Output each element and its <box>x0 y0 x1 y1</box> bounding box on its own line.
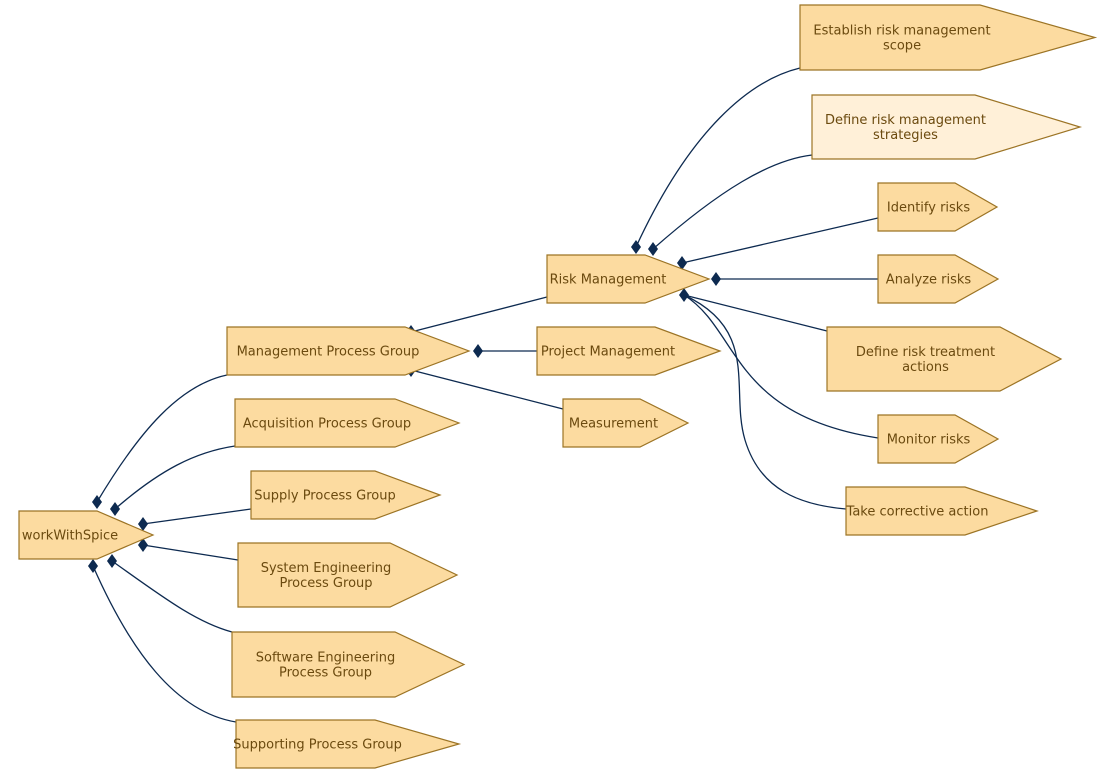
node-label: Identify risks <box>887 201 970 216</box>
node-shape <box>237 542 459 608</box>
node-label: Project Management <box>541 345 675 360</box>
node-shape <box>235 719 462 769</box>
composition-diamond-icon <box>138 517 148 531</box>
composition-diamond-icon <box>631 240 641 254</box>
node-label: Take corrective action <box>846 505 989 520</box>
node-label: Define risk treatment <box>856 345 995 360</box>
node-proj[interactable]: Project Management <box>536 326 722 376</box>
node-monitor[interactable]: Monitor risks <box>877 414 1000 464</box>
edge-risk-corrective <box>683 294 847 510</box>
composition-diamond-icon <box>88 559 98 573</box>
edge-work-syseng <box>142 544 239 561</box>
edge-risk-establish <box>635 67 801 248</box>
node-label: strategies <box>873 128 938 143</box>
edge-work-mgmt <box>96 374 228 503</box>
node-label: System Engineering <box>261 561 392 576</box>
edge-risk-define_strat <box>652 154 813 250</box>
node-shape <box>226 326 471 376</box>
node-label: Supply Process Group <box>254 489 395 504</box>
node-label: Supporting Process Group <box>233 738 402 753</box>
node-analyze[interactable]: Analyze risks <box>877 254 1000 304</box>
node-shape <box>799 4 1098 71</box>
node-label: Process Group <box>279 576 372 591</box>
node-shape <box>18 510 155 560</box>
composition-diamond-icon <box>473 344 483 358</box>
node-label: Monitor risks <box>887 433 971 448</box>
node-shape <box>845 486 1039 536</box>
node-shape <box>250 470 442 520</box>
edges-layer <box>88 67 879 723</box>
node-shape <box>234 398 461 448</box>
edge-work-sweng <box>111 560 233 633</box>
composition-diamond-icon <box>107 554 117 568</box>
node-shape <box>877 254 1000 304</box>
node-label: Establish risk management <box>813 24 990 39</box>
edge-risk-treatment <box>683 294 828 332</box>
edge-mgmt-risk <box>410 296 548 333</box>
nodes-layer: workWithSpice Management Process GroupAcq… <box>18 4 1098 769</box>
node-identify[interactable]: Identify risks <box>877 182 999 232</box>
node-shape <box>231 631 466 698</box>
node-shape <box>536 326 722 376</box>
node-work[interactable]: workWithSpice <box>18 510 155 560</box>
composition-diamond-icon <box>677 256 687 270</box>
node-label: Acquisition Process Group <box>243 417 411 432</box>
node-supply[interactable]: Supply Process Group <box>250 470 442 520</box>
node-mgmt[interactable]: Management Process Group <box>226 326 471 376</box>
edge-mgmt-meas <box>410 369 564 410</box>
composition-diamond-icon <box>92 495 102 509</box>
node-label: workWithSpice <box>22 529 118 544</box>
node-label: Define risk management <box>825 113 986 128</box>
node-label: Measurement <box>569 417 658 432</box>
node-shape <box>877 182 999 232</box>
node-shape <box>562 398 690 448</box>
edge-work-support <box>92 565 237 723</box>
composition-diamond-icon <box>648 242 658 256</box>
node-meas[interactable]: Measurement <box>562 398 690 448</box>
composition-diamond-icon <box>138 538 148 552</box>
node-support[interactable]: Supporting Process Group <box>233 719 462 769</box>
node-label: Software Engineering <box>256 651 395 666</box>
node-shape <box>826 326 1063 392</box>
composition-diamond-icon <box>110 502 120 516</box>
edge-work-supply <box>142 508 252 525</box>
edge-risk-monitor <box>683 294 879 439</box>
node-risk[interactable]: Risk Management <box>546 254 711 304</box>
node-label: Analyze risks <box>886 273 972 288</box>
node-shape <box>877 414 1000 464</box>
node-shape <box>546 254 711 304</box>
node-corrective[interactable]: Take corrective action <box>845 486 1039 536</box>
node-acq[interactable]: Acquisition Process Group <box>234 398 461 448</box>
node-label: Management Process Group <box>237 345 420 360</box>
node-label: actions <box>902 360 949 375</box>
node-label: Risk Management <box>550 273 667 288</box>
node-shape <box>811 94 1083 160</box>
node-label: Process Group <box>279 666 372 681</box>
node-label: scope <box>883 39 921 54</box>
edge-work-acq <box>114 445 236 510</box>
composition-diamond-icon <box>711 272 721 286</box>
edge-risk-identify <box>681 217 879 264</box>
